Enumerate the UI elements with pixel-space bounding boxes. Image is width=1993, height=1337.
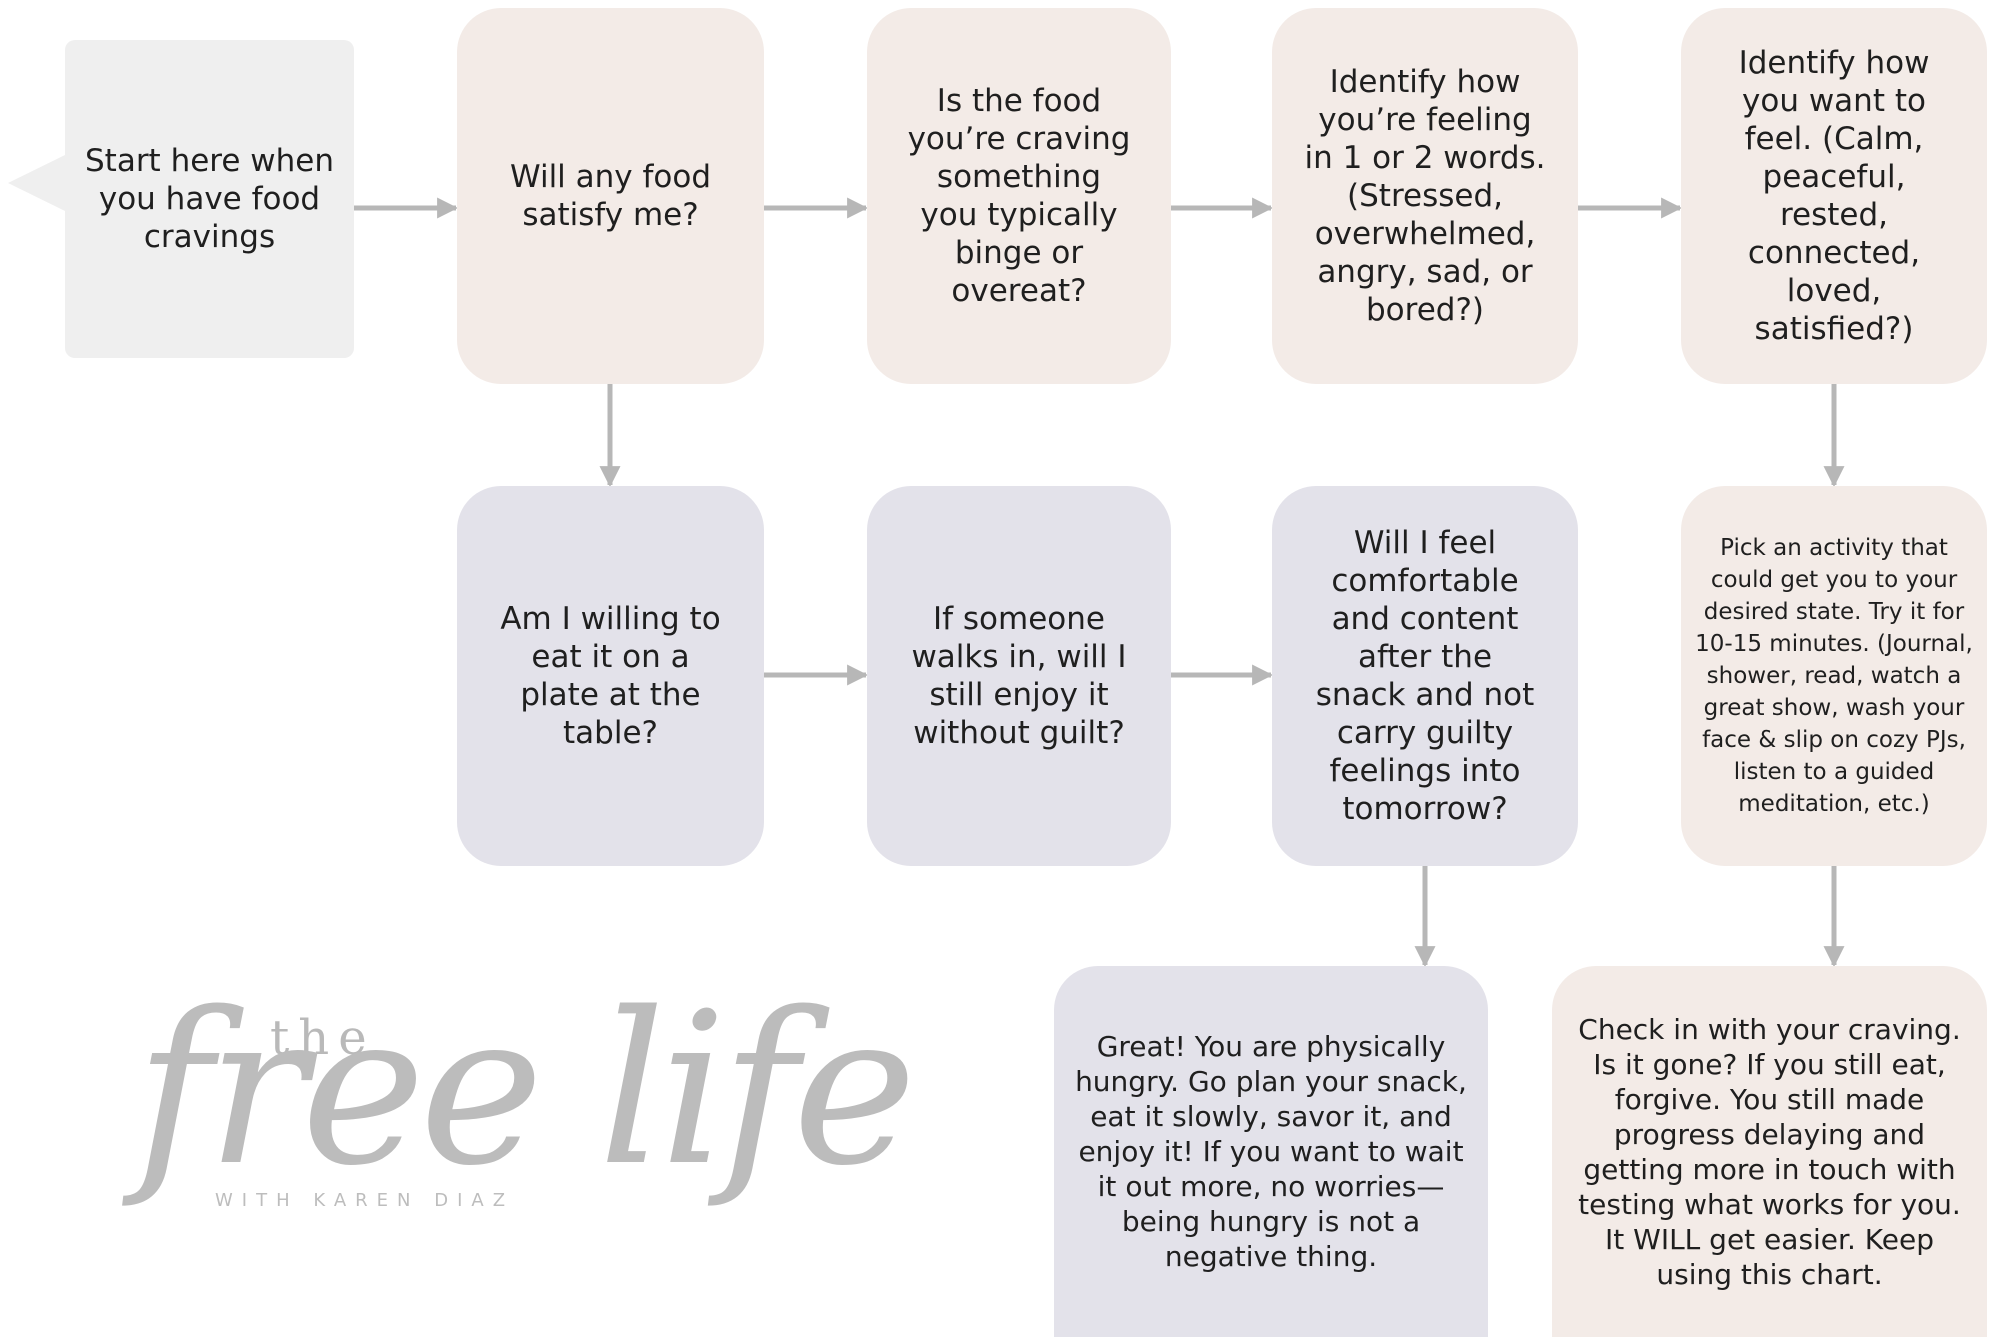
binge-food-text: Is the food you’re craving something you… [907,83,1131,309]
physically-hungry-text: Great! You are physically hungry. Go pla… [1075,1030,1467,1273]
someone-walks-text: If someone walks in, will I still enjoy … [911,601,1127,751]
comfortable-content-text: Will I feel comfortable and content afte… [1315,525,1535,827]
start-pointer [8,40,65,358]
check-in-text: Check in with your craving. Is it gone? … [1578,1012,1961,1291]
identify-feeling-node: Identify how you’re feeling in 1 or 2 wo… [1272,8,1578,384]
start-text: Start here when you have food cravings [84,143,334,255]
pick-activity-text: Pick an activity that could get you to y… [1695,535,1973,817]
want-to-feel-node: Identify how you want to feel. (Calm, pe… [1681,8,1987,384]
want-to-feel-text: Identify how you want to feel. (Calm, pe… [1738,45,1930,347]
plate-table-text: Am I willing to eat it on a plate at the… [500,601,721,751]
logo-free-life-text: free life [135,967,917,1212]
check-in-node: Check in with your craving. Is it gone? … [1552,966,1987,1337]
someone-walks-node: If someone walks in, will I still enjoy … [867,486,1171,866]
identify-feeling-text: Identify how you’re feeling in 1 or 2 wo… [1304,64,1546,328]
pick-activity-node: Pick an activity that could get you to y… [1681,486,1987,866]
physically-hungry-node: Great! You are physically hungry. Go pla… [1054,966,1488,1337]
plate-table-node: Am I willing to eat it on a plate at the… [457,486,764,866]
start-node: Start here when you have food cravings [65,40,354,358]
logo-the-text: the [270,1010,376,1066]
comfortable-content-node: Will I feel comfortable and content afte… [1272,486,1578,866]
logo-with-text: WITH KAREN DIAZ [215,1190,515,1211]
any-food-node: Will any food satisfy me? [457,8,764,384]
binge-food-node: Is the food you’re craving something you… [867,8,1171,384]
any-food-text: Will any food satisfy me? [509,159,712,233]
